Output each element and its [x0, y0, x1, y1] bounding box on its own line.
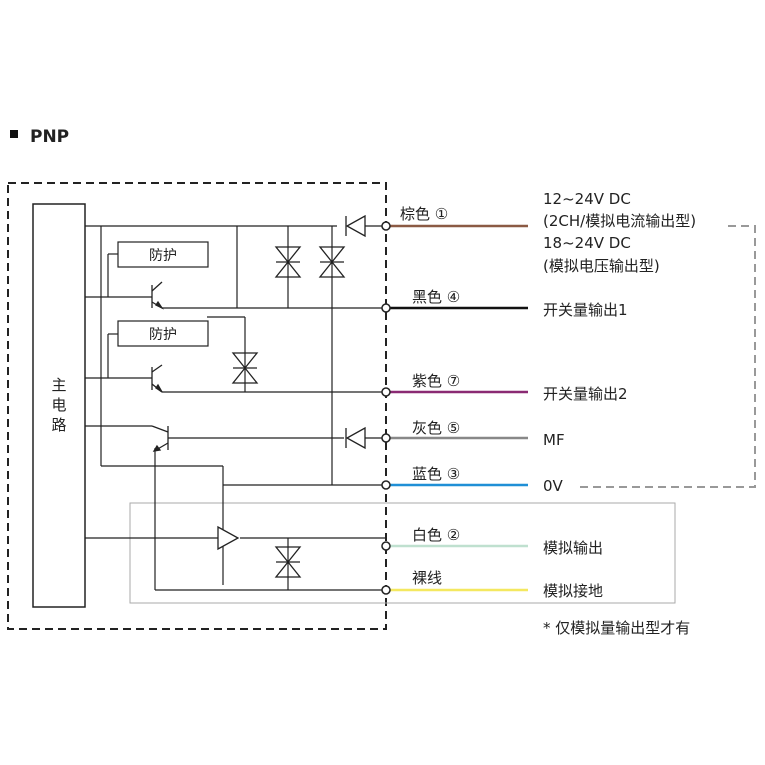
transistor-1-icon: [151, 281, 164, 310]
transistor-3-icon: [151, 425, 169, 452]
wire-function-gray: MF: [543, 431, 565, 449]
wire-function-purple: 开关量输出2: [543, 385, 628, 403]
title-bullet: [10, 130, 18, 138]
tvs-diode-1-icon: [274, 246, 302, 278]
terminal-bare: [381, 585, 391, 595]
wire-name-white: 白色 ②: [412, 526, 460, 544]
terminals: [381, 221, 391, 595]
wire-name-gray: 灰色 ⑤: [412, 419, 460, 437]
wire-name-purple: 紫色 ⑦: [412, 372, 460, 390]
supply-note-2: (2CH/模拟电流输出型): [543, 212, 696, 230]
wire-name-brown: 棕色 ①: [400, 205, 448, 223]
external-wires: [390, 224, 528, 592]
terminal-2: [381, 541, 391, 551]
tvs-diode-3-icon: [231, 352, 259, 384]
internal-wiring: [85, 225, 386, 591]
diode-mf-icon: [345, 426, 366, 450]
main-circuit-block: [32, 203, 86, 608]
main-circuit-label-1: 主: [51, 376, 66, 394]
section-title: PNP: [30, 127, 69, 147]
diode-supply-icon: [345, 214, 366, 238]
supply-note-4: (模拟电压输出型): [543, 257, 660, 275]
protection-label-2: 防护: [149, 327, 177, 343]
main-circuit-label-3: 路: [51, 416, 66, 434]
footnote: * 仅模拟量输出型才有: [543, 619, 690, 637]
transistor-2-icon: [151, 364, 163, 393]
terminal-5: [381, 433, 391, 443]
protection-block-1: [117, 241, 209, 268]
supply-note-1: 12~24V DC: [543, 190, 631, 208]
tvs-diode-2-icon: [318, 246, 346, 278]
terminal-3: [381, 480, 391, 490]
sensor-housing-outline: [7, 182, 387, 630]
wire-function-blue: 0V: [543, 477, 564, 495]
supply-note-3: 18~24V DC: [543, 234, 631, 252]
buffer-amplifier-icon: [217, 525, 240, 551]
terminal-4: [381, 303, 391, 313]
protection-label-1: 防护: [149, 248, 177, 264]
tvs-diode-4-icon: [274, 546, 302, 578]
load-bracket: [580, 225, 756, 488]
wire-name-blue: 蓝色 ③: [412, 465, 460, 483]
wire-function-white: 模拟输出: [543, 539, 603, 557]
terminal-7: [381, 387, 391, 397]
wire-name-bare: 裸线: [412, 569, 442, 587]
terminal-1: [381, 221, 391, 231]
wire-function-black: 开关量输出1: [543, 301, 628, 319]
wire-name-black: 黑色 ④: [412, 288, 460, 306]
protection-block-2: [117, 320, 209, 347]
wire-function-bare: 模拟接地: [543, 582, 603, 600]
main-circuit-label-2: 电: [51, 396, 66, 414]
analog-section-box: [129, 502, 676, 604]
